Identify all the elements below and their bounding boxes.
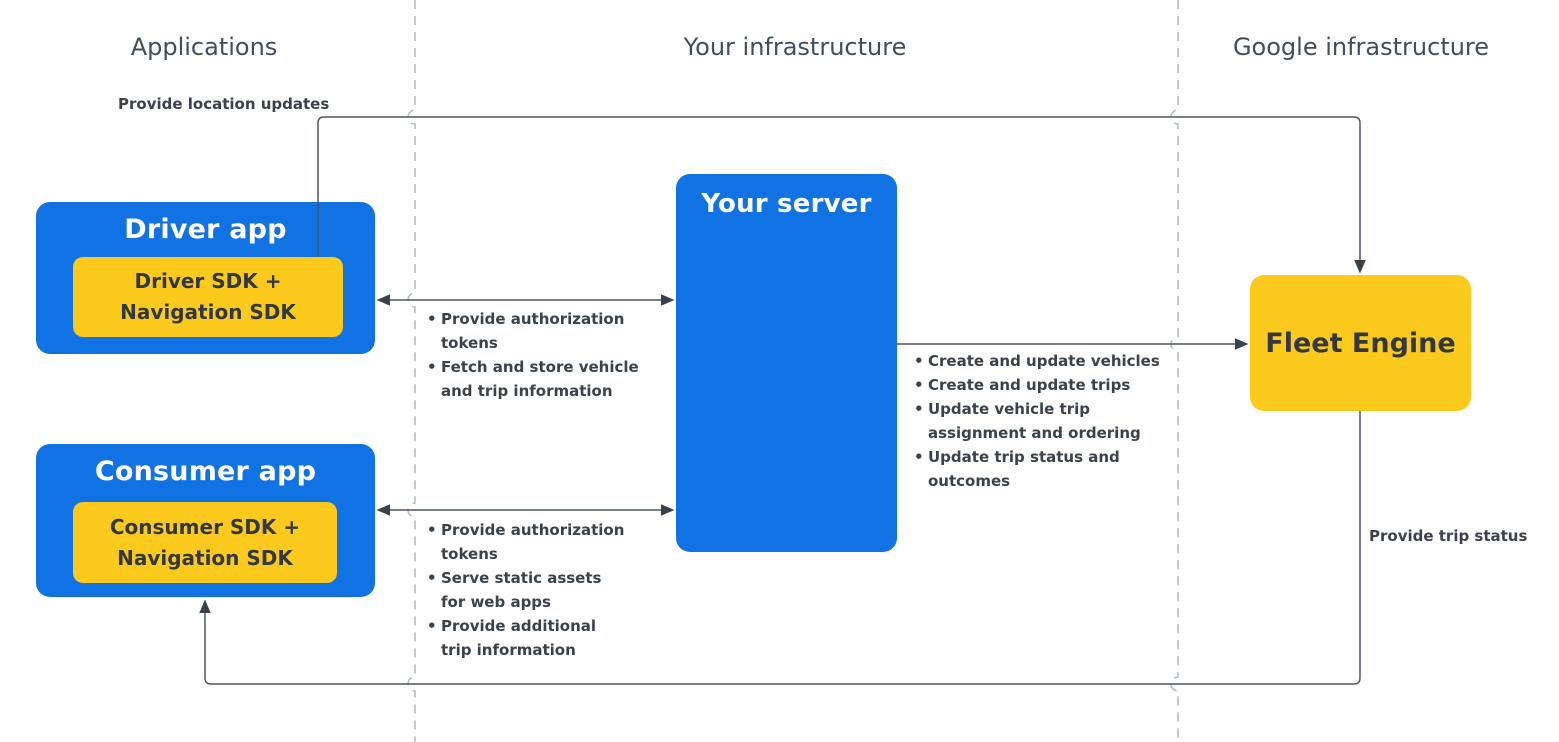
fleet-engine-node: Fleet Engine [1250, 275, 1471, 411]
column-header-google-infrastructure: Google infrastructure [1232, 33, 1490, 61]
your-server-title: Your server [701, 189, 872, 219]
bullet-item: Provide additional trip information [427, 614, 657, 662]
arrowhead-left-driver-app-icon [376, 294, 390, 306]
driver-app-title: Driver app [124, 214, 287, 245]
arrowhead-up-consumer-app-icon [199, 599, 211, 613]
bullet-item: Serve static assets for web apps [427, 566, 657, 614]
arrowhead-left-consumer-app-icon [376, 504, 390, 516]
bullet-item: Create and update trips [914, 373, 1174, 397]
arrowhead-down-fleet-engine-icon [1354, 260, 1366, 274]
bullet-item: Fetch and store vehicle and trip informa… [427, 355, 657, 403]
consumer-server-bullet-list: Provide authorization tokens Serve stati… [427, 518, 657, 662]
driver-sdk-node: Driver SDK + Navigation SDK [73, 257, 343, 337]
provide-location-updates-label: Provide location updates [118, 95, 330, 113]
bullet-item: Create and update vehicles [914, 349, 1174, 373]
driver-server-bullet-list: Provide authorization tokens Fetch and s… [427, 307, 657, 403]
arrowhead-right-your-server-icon [661, 294, 675, 306]
arrowhead-right-fleet-engine-icon [1235, 338, 1249, 350]
bullet-item: Provide authorization tokens [427, 307, 657, 355]
column-header-your-infrastructure: Your infrastructure [683, 33, 907, 61]
provide-trip-status-label: Provide trip status [1369, 527, 1528, 545]
server-fleet-bullet-list: Create and update vehicles Create and up… [914, 349, 1174, 493]
arrowhead-right-your-server-2-icon [661, 504, 675, 516]
bullet-item: Provide authorization tokens [427, 518, 657, 566]
bullet-item: Update vehicle trip assignment and order… [914, 397, 1174, 445]
bullet-item: Update trip status and outcomes [914, 445, 1174, 493]
column-header-applications: Applications [130, 33, 278, 61]
dashed-divider-left [407, 0, 416, 742]
consumer-app-title: Consumer app [94, 456, 317, 487]
consumer-sdk-node: Consumer SDK + Navigation SDK [73, 502, 337, 583]
your-server-node: Your server [676, 174, 897, 552]
